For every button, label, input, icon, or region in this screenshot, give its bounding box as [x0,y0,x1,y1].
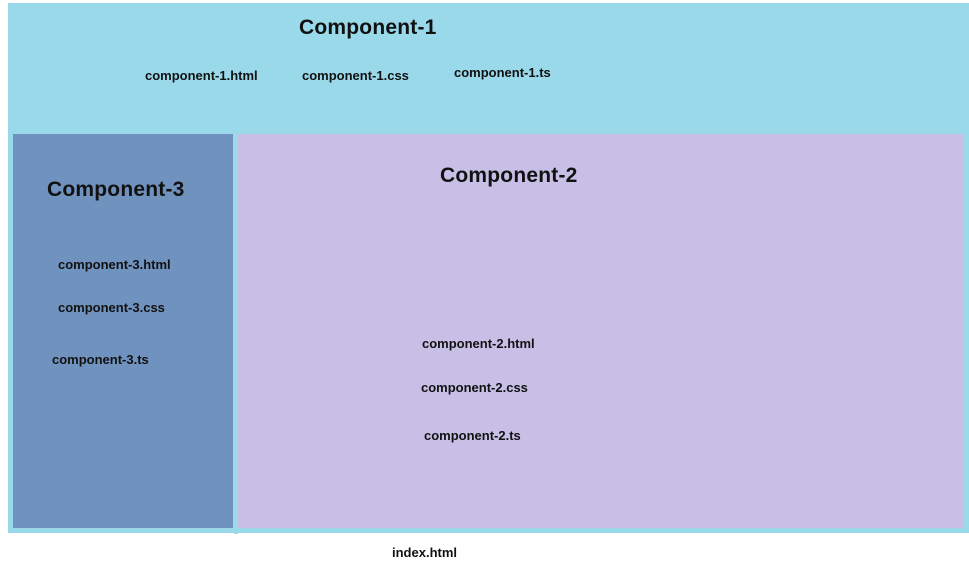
component-2-ts-file: component-2.ts [424,428,521,443]
component-2-title: Component-2 [440,164,578,187]
component-3-ts-file: component-3.ts [52,352,149,367]
component-1-ts-file: component-1.ts [454,65,551,80]
component-2-css-file: component-2.css [421,380,528,395]
component-3-html-file: component-3.html [58,257,171,272]
component-3-title: Component-3 [47,178,185,201]
component-3-css-file: component-3.css [58,300,165,315]
component-2-box [238,134,963,528]
component-2-html-file: component-2.html [422,336,535,351]
component-1-css-file: component-1.css [302,68,409,83]
component-3-box [13,134,233,528]
index-html-file: index.html [392,545,458,560]
component-1-html-file: component-1.html [145,68,258,83]
component-1-box-notch [234,528,238,534]
component-1-title: Component-1 [299,16,437,39]
